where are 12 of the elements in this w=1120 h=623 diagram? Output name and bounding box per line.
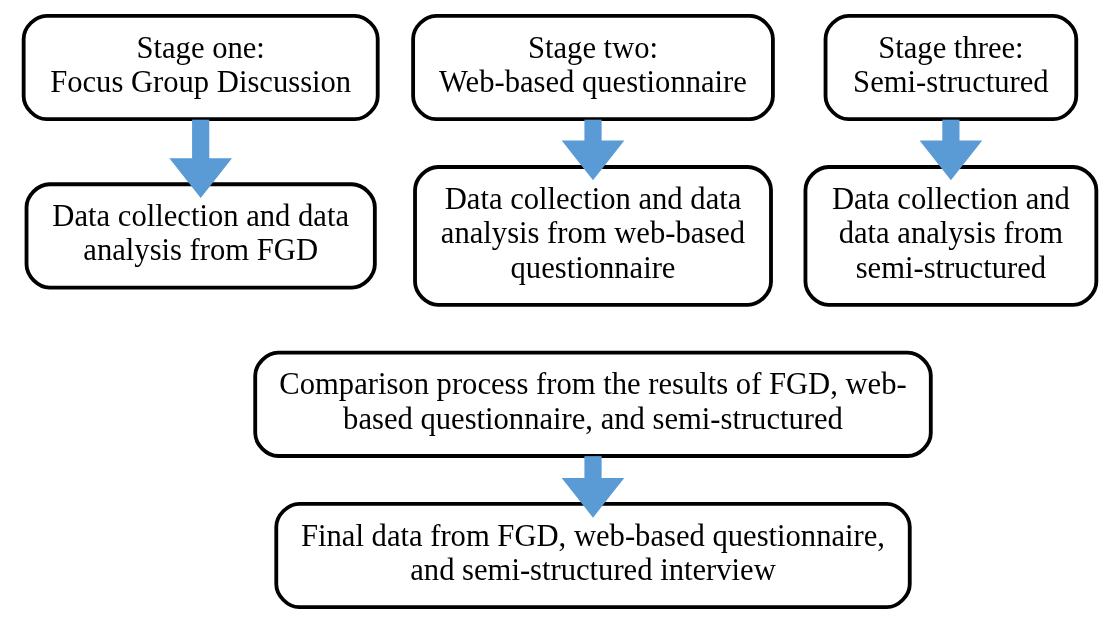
arrow [561,119,625,181]
arrow [919,119,983,181]
node-box: Stage two: Web-based questionnaire [411,13,775,122]
node-box: Final data from FGD, web-based questionnaire, and semi-structured interview [274,501,912,610]
arrow [169,119,232,198]
arrow [561,456,625,518]
node-box: Stage one: Focus Group Discussion [21,13,380,122]
node-box: Data collection and data analysis from web-based questionnaire [413,165,773,307]
node-box: Comparison process from the results of FGD, web-based questionnaire, and semi-structured [253,350,933,458]
node-box: Stage three: Semi-structured [823,13,1079,122]
node-box: Data collection and data analysis from FGD [24,182,377,290]
node-box: Data collection and data analysis from semi-structured [803,165,1099,307]
